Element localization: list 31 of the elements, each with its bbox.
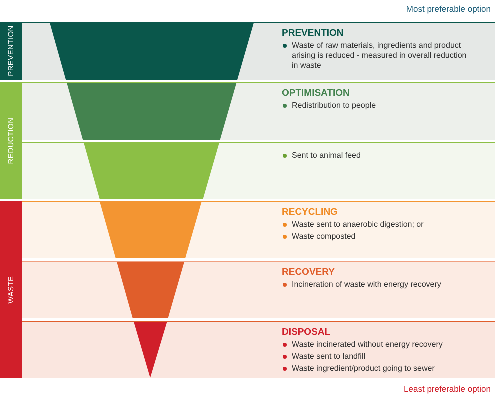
funnel-segment [84, 143, 220, 199]
hierarchy-row [22, 261, 495, 318]
level-heading: PREVENTION [282, 28, 345, 39]
level-heading: OPTIMISATION [282, 88, 351, 99]
hierarchy-row [22, 201, 495, 258]
hierarchy-row [22, 321, 495, 378]
funnel-segment [117, 262, 185, 318]
hierarchy-row [22, 82, 495, 140]
bullet-text: Waste composted [282, 232, 472, 242]
scale-label: Most preferable option [406, 4, 491, 14]
funnel-segment [134, 322, 168, 378]
funnel-segment [100, 202, 202, 258]
bullet-text: Waste of raw materials, ingredients and product arising is reduced - measured in overall reduction in waste [282, 41, 472, 71]
category-band [0, 201, 22, 378]
bullet-text: Incineration of waste with energy recovery [282, 280, 472, 290]
funnel-segment [50, 23, 254, 80]
level-heading: RECYCLING [282, 207, 339, 218]
bullet-text: Redistribution to people [282, 101, 472, 111]
bullet-text: Waste incinerated without energy recovery [282, 340, 472, 350]
category-band [0, 22, 22, 80]
hierarchy-row [22, 142, 495, 199]
level-heading: DISPOSAL [282, 327, 332, 338]
bullet-text: Waste sent to anaerobic digestion; or [282, 220, 472, 230]
scale-label: Least preferable option [404, 384, 491, 394]
bullet-text: Waste ingredient/product going to sewer [282, 364, 472, 374]
bullet-text: Waste sent to landfill [282, 352, 472, 362]
level-heading: RECOVERY [282, 267, 336, 278]
bullet-text: Sent to animal feed [282, 151, 472, 161]
category-band [0, 82, 22, 199]
hierarchy-row [22, 22, 495, 80]
funnel-segment [66, 83, 237, 140]
